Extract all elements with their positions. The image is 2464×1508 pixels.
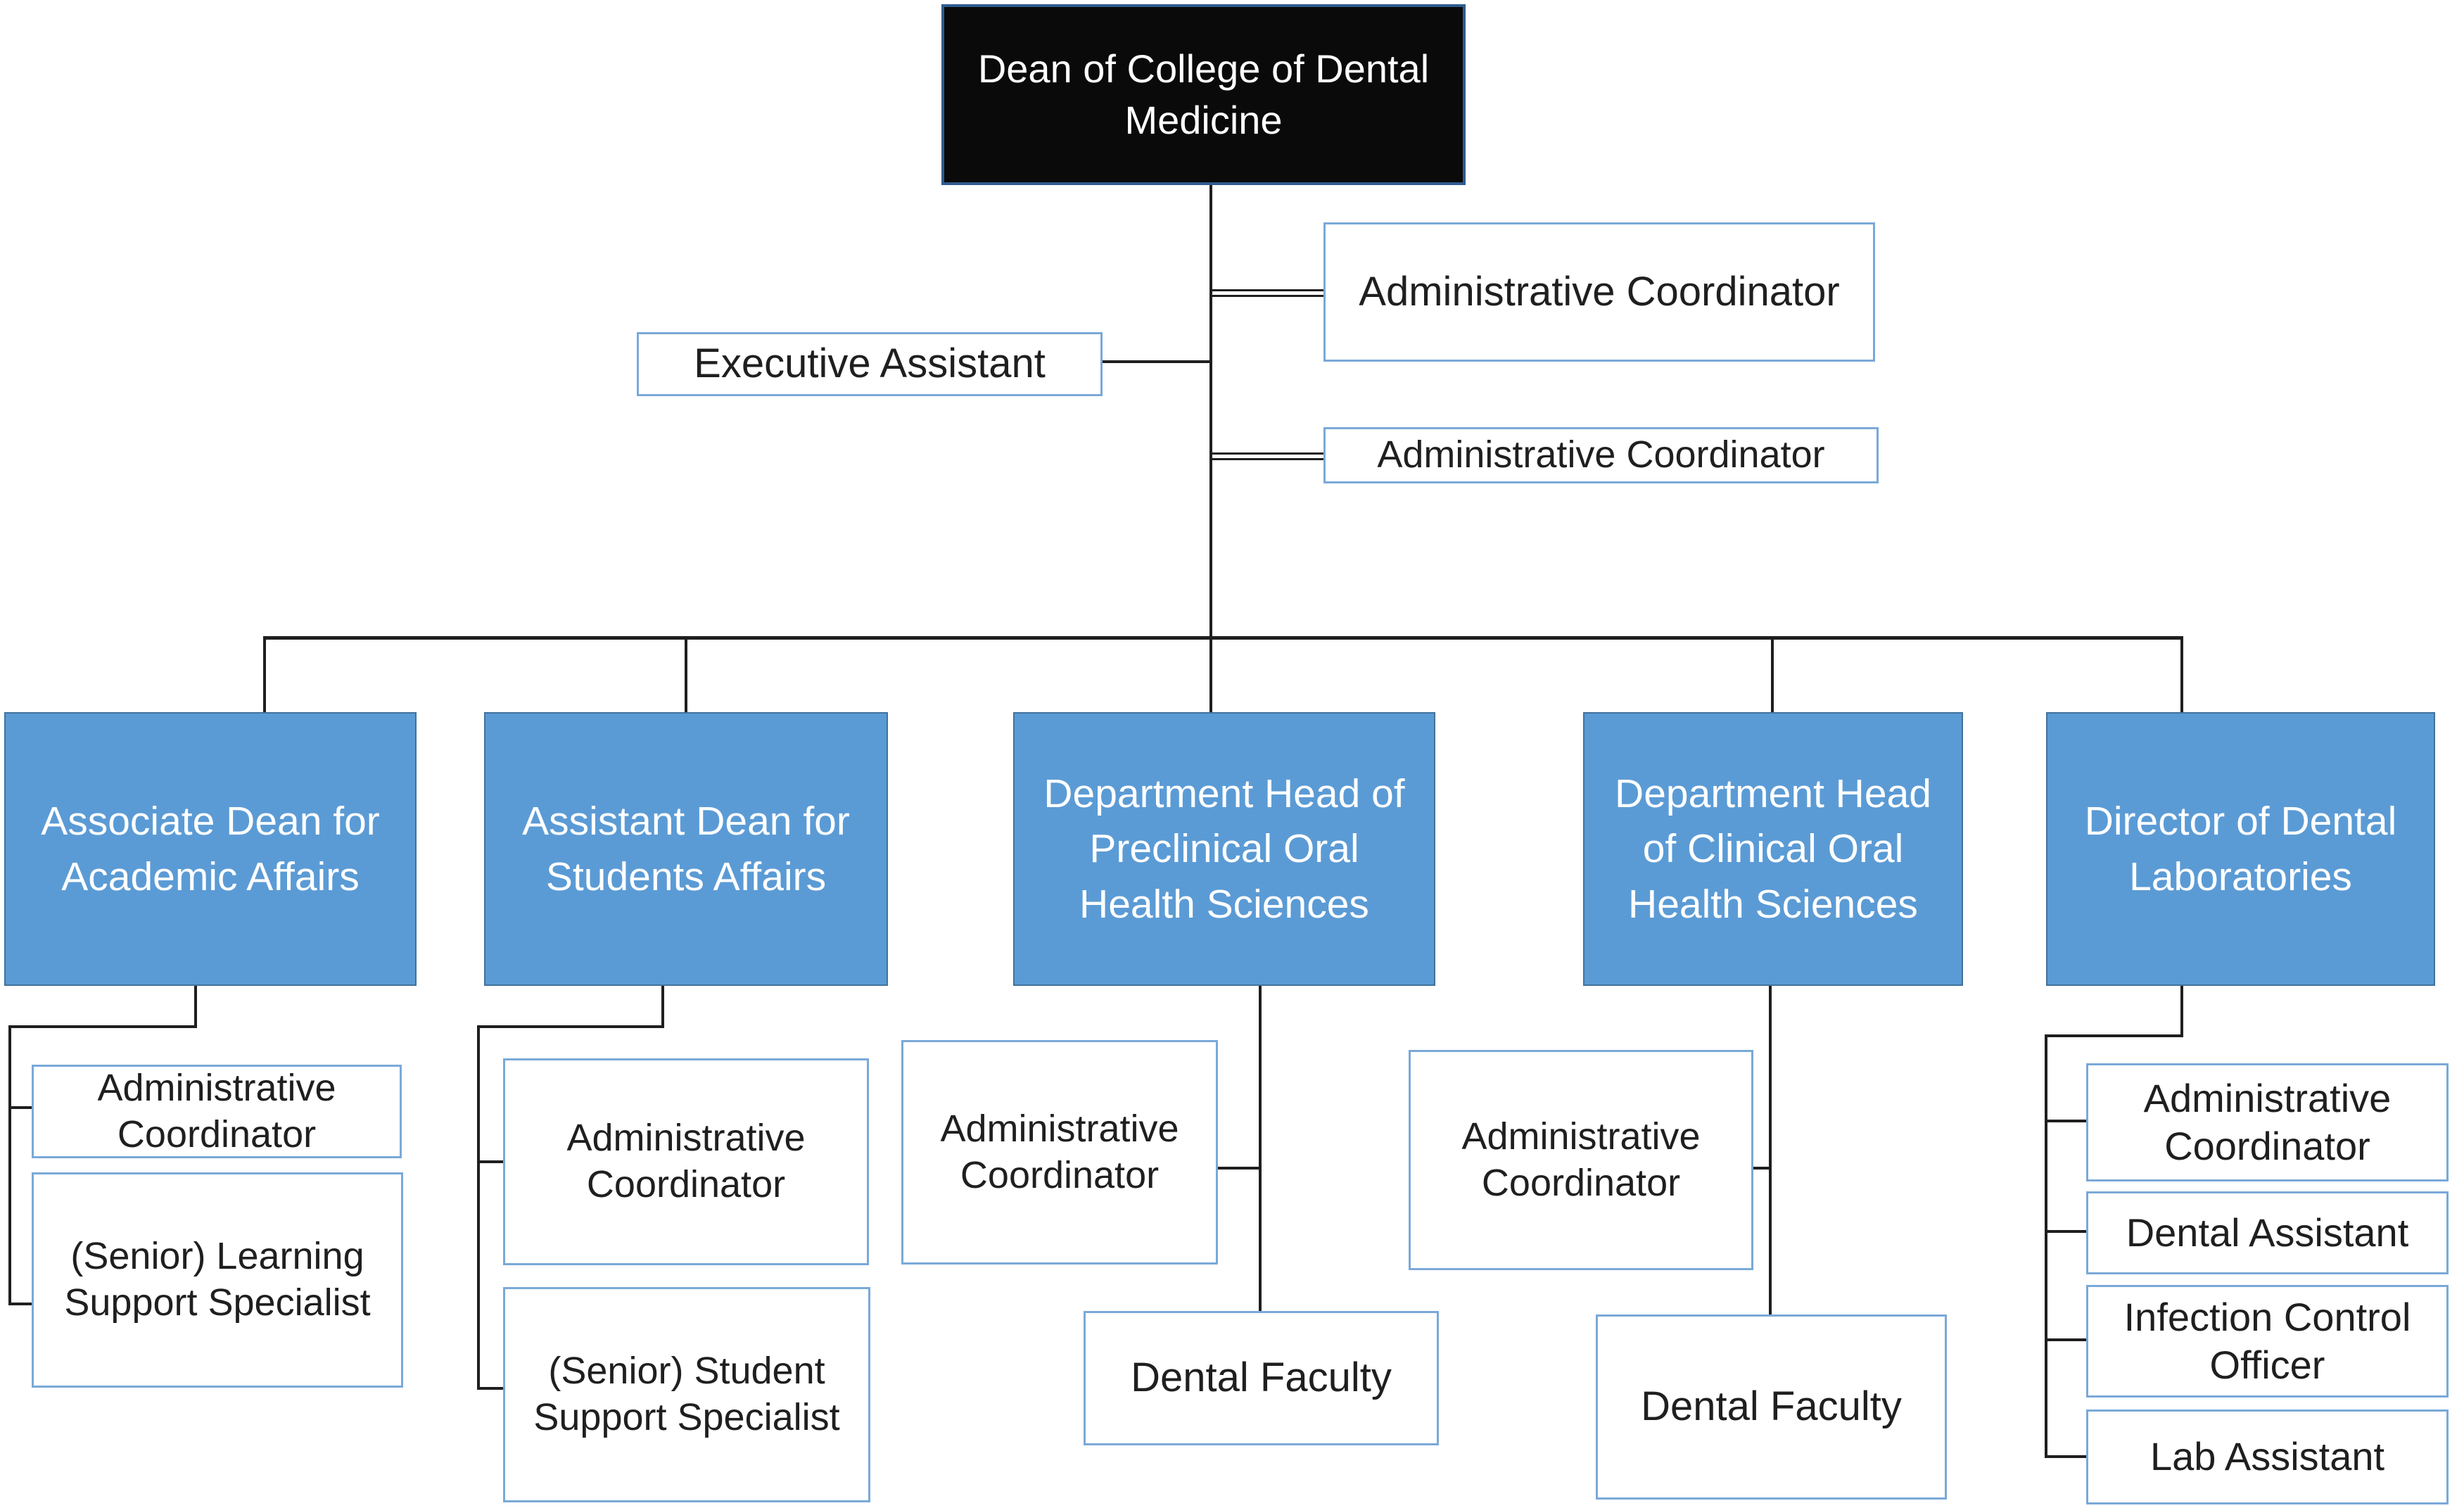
- node-administrative-coordinator-bottom: Administrative Coordinator: [1323, 427, 1879, 483]
- node-dean: Dean of College of Dental Medicine: [941, 4, 1466, 185]
- connector-admin-coordinator-top: [1211, 289, 1323, 291]
- connector-stub-group5-report4: [2045, 1455, 2088, 1458]
- connector-rail-group2: [477, 1025, 480, 1390]
- node-associate-dean-academic-affairs: Associate Dean for Academic Affairs: [4, 712, 417, 986]
- node-group4-dental-faculty: Dental Faculty: [1596, 1314, 1947, 1500]
- node-dept-head-clinical-oral-health: Department Head of Clinical Oral Health …: [1583, 712, 1963, 986]
- connector-admin-coordinator-top: [1211, 295, 1323, 297]
- connector-trunk: [1209, 185, 1212, 714]
- node-group3-dental-faculty: Dental Faculty: [1084, 1311, 1439, 1445]
- connector-stub-group2-report2: [477, 1387, 504, 1390]
- connector-elbow-group5: [2045, 1034, 2183, 1037]
- connector-rail-group5: [2045, 1034, 2047, 1458]
- connector-stub-group1-report2: [8, 1303, 33, 1305]
- connector-drop-group2: [661, 984, 664, 1027]
- connector-drop-group3: [1259, 984, 1262, 1312]
- connector-drop-group1: [194, 984, 197, 1027]
- node-group1-administrative-coordinator: Administrative Coordinator: [32, 1065, 402, 1158]
- node-group5-infection-control-officer: Infection Control Officer: [2086, 1285, 2449, 1398]
- connector-stub-division-1: [263, 636, 266, 714]
- node-group2-senior-student-support-specialist: (Senior) Student Support Specialist: [503, 1287, 870, 1502]
- connector-stub-division-4: [1771, 636, 1774, 714]
- node-group1-senior-learning-support-specialist: (Senior) Learning Support Specialist: [32, 1172, 403, 1388]
- connector-stub-group1-report1: [8, 1106, 33, 1109]
- connector-stub-group5-report1: [2045, 1120, 2088, 1122]
- node-group5-lab-assistant: Lab Assistant: [2086, 1409, 2449, 1504]
- node-administrative-coordinator-top: Administrative Coordinator: [1323, 222, 1875, 362]
- node-director-dental-laboratories: Director of Dental Laboratories: [2046, 712, 2435, 986]
- connector-stub-group5-report2: [2045, 1230, 2088, 1233]
- connector-executive-assistant: [1103, 360, 1212, 363]
- connector-stub-division-5: [2180, 636, 2183, 714]
- connector-admin-coordinator-bottom: [1211, 458, 1323, 460]
- connector-division-row: [263, 636, 2183, 640]
- connector-stub-group5-report3: [2045, 1338, 2088, 1341]
- node-dept-head-preclinical-oral-health: Department Head of Preclinical Oral Heal…: [1013, 712, 1435, 986]
- node-executive-assistant: Executive Assistant: [637, 332, 1103, 396]
- connector-elbow-group1: [8, 1025, 197, 1028]
- connector-admin-coordinator-bottom: [1211, 452, 1323, 455]
- connector-elbow-group2: [477, 1025, 664, 1028]
- node-group5-dental-assistant: Dental Assistant: [2086, 1191, 2449, 1274]
- node-assistant-dean-students-affairs: Assistant Dean for Students Affairs: [484, 712, 888, 986]
- node-group4-administrative-coordinator: Administrative Coordinator: [1409, 1050, 1753, 1270]
- connector-stub-group4-report1: [1752, 1167, 1770, 1170]
- node-group2-administrative-coordinator: Administrative Coordinator: [503, 1058, 869, 1265]
- connector-stub-group2-report1: [477, 1160, 504, 1163]
- node-group5-administrative-coordinator: Administrative Coordinator: [2086, 1063, 2449, 1181]
- connector-stub-group3-report1: [1217, 1167, 1259, 1170]
- connector-drop-group4: [1769, 984, 1772, 1316]
- connector-rail-group1: [8, 1025, 11, 1305]
- connector-stub-division-2: [685, 636, 687, 714]
- connector-drop-group5: [2180, 984, 2183, 1037]
- node-group3-administrative-coordinator: Administrative Coordinator: [901, 1040, 1218, 1265]
